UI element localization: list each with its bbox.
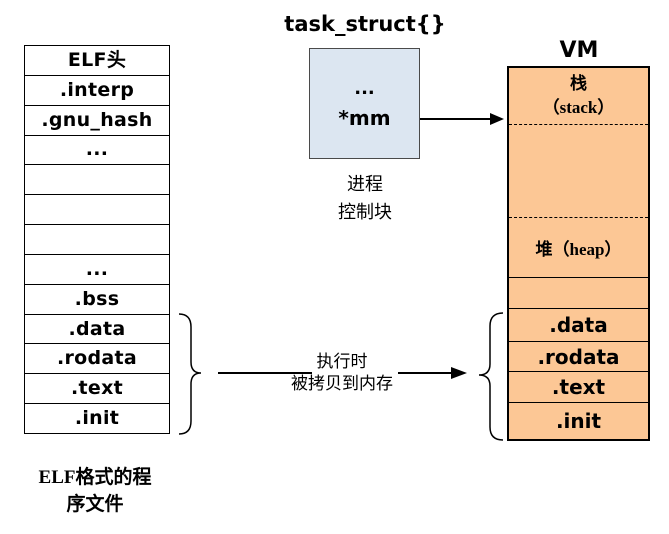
elf-row-rodata: .rodata [25,343,169,373]
task-struct-title: task_struct{} [284,12,446,36]
vm-stack-section: 栈 （stack） [509,68,648,125]
process-control-block-caption: 进程 控制块 [315,170,415,226]
task-struct-box: ... *mm [309,48,420,159]
pcb-caption-line1: 进程 [347,174,383,194]
vm-row-init: .init [555,409,602,433]
copy-label-line2: 被拷贝到内存 [291,374,393,393]
elf-caption-line1: ELF格式的程 [38,467,152,488]
vm-title: VM [559,38,599,63]
task-struct-ellipsis: ... [354,77,375,99]
elf-row-gnu-hash: .gnu_hash [25,104,169,135]
copy-label-line1: 执行时 [316,352,368,371]
vm-section-brace [478,312,504,441]
vm-heap-section: 堆（heap） [509,218,648,278]
vm-row-text: .text [509,372,648,403]
copy-arrow-label: 执行时 被拷贝到内存 [272,351,412,395]
elf-file-table: ELF头 .interp .gnu_hash ... ... .bss .dat… [24,45,170,434]
elf-row-text: .text [25,373,169,403]
elf-row-empty [25,194,169,224]
vm-row-rodata: .rodata [509,342,648,372]
elf-row-empty [25,164,169,194]
pcb-caption-line2: 控制块 [338,202,392,222]
elf-row-header: ELF头 [67,48,127,71]
elf-row-ellipsis: ... [25,253,169,284]
elf-row-data: .data [25,313,169,344]
elf-row-bss: .bss [25,283,169,314]
elf-caption-line2: 序文件 [66,494,124,515]
vm-row-data: .data [509,309,648,342]
elf-row-empty [25,224,169,254]
vm-box: 栈 （stack） 堆（heap） .data .rodata .text .i… [507,66,650,441]
vm-stack-label-en: （stack） [542,98,615,117]
vm-empty-row [509,278,648,309]
elf-row-init: .init [25,403,169,433]
elf-file-caption: ELF格式的程 序文件 [10,464,180,518]
vm-stack-label-cn: 栈 [570,74,587,93]
elf-row-interp: .interp [25,74,169,105]
vm-growth-gap-section [509,125,648,218]
elf-section-brace [178,313,202,435]
elf-row-ellipsis: ... [25,134,169,165]
task-struct-mm-field: *mm [338,105,391,130]
